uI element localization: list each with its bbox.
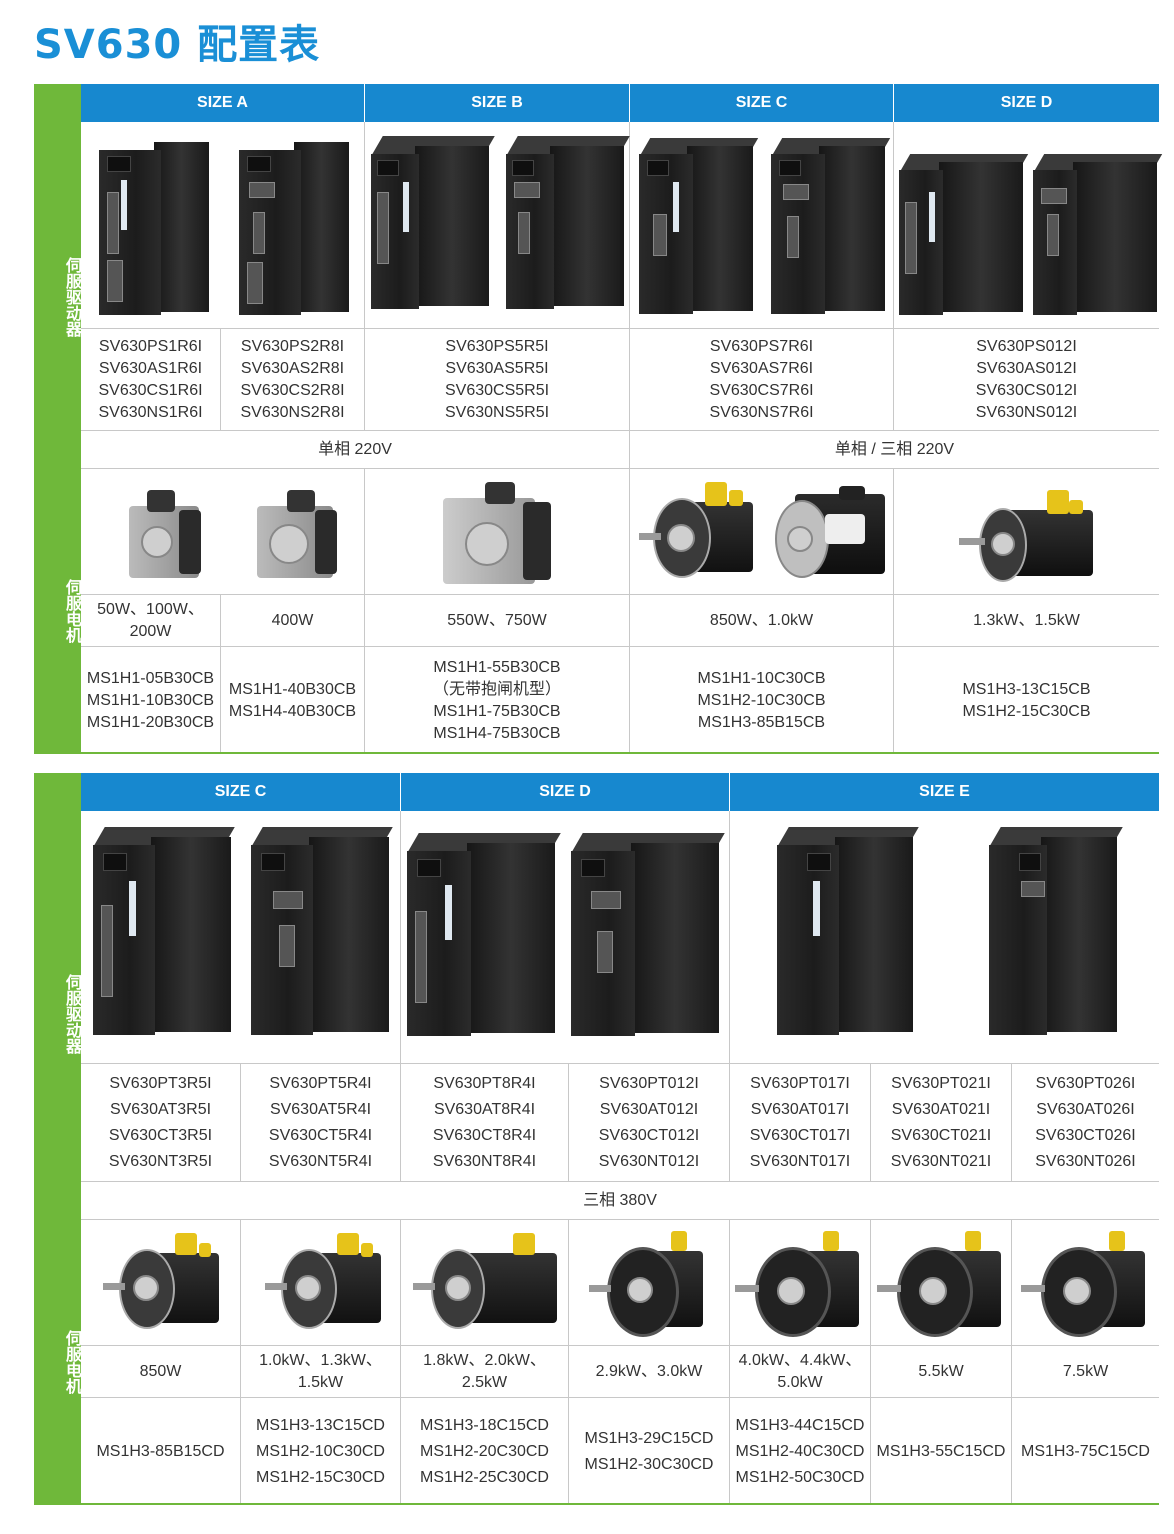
table-grid: SIZE C SIZE D SIZE E — [81, 773, 1159, 1505]
power-cell: 850W、1.0kW — [709, 611, 814, 629]
servo-drive-image — [771, 136, 891, 316]
row-label-motor: 伺服电机 — [63, 1330, 82, 1394]
servo-motor-image — [413, 1231, 563, 1331]
servo-drive-image — [371, 132, 495, 312]
size-header: SIZE B — [365, 84, 629, 122]
driver-model-cell: SV630PS2R8I SV630AS2R8I SV630CS2R8I SV63… — [240, 337, 345, 421]
servo-motor-image — [639, 480, 759, 580]
voltage-cell: 三相 380V — [583, 1191, 657, 1209]
driver-model-cell: SV630PT3R5I SV630AT3R5I SV630CT3R5I SV63… — [108, 1074, 213, 1170]
row-label-motor: 伺服电机 — [63, 579, 82, 643]
power-cell: 7.5kW — [1062, 1362, 1109, 1380]
motor-model-cell: MS1H1-05B30CB MS1H1-10B30CB MS1H1-20B30C… — [86, 669, 215, 731]
motor-model-cell: MS1H1-10C30CB MS1H2-10C30CB MS1H3-85B15C… — [697, 669, 826, 731]
servo-motor-image — [587, 1231, 707, 1337]
motor-model-cell: MS1H3-75C15CD — [1021, 1442, 1150, 1460]
servo-motor-image — [265, 1231, 385, 1331]
motor-model-cell: MS1H1-40B30CB MS1H4-40B30CB — [228, 680, 357, 720]
motor-model-cell: MS1H1-55B30CB （无带抱闸机型） MS1H1-75B30CB MS1… — [432, 658, 561, 742]
servo-motor-image — [119, 486, 209, 586]
servo-drive-image — [989, 825, 1123, 1037]
servo-drive-image — [777, 825, 919, 1037]
power-cell: 1.3kW、1.5kW — [973, 611, 1080, 629]
power-cell: 1.0kW、1.3kW、 1.5kW — [259, 1351, 382, 1391]
motor-model-cell: MS1H3-29C15CD MS1H2-30C30CD — [584, 1429, 714, 1473]
servo-motor-image — [439, 482, 559, 588]
motor-model-cell: MS1H3-13C15CD MS1H2-10C30CD MS1H2-15C30C… — [256, 1416, 385, 1486]
servo-drive-image — [506, 132, 630, 312]
size-header: SIZE D — [401, 773, 729, 811]
driver-model-cell: SV630PT5R4I SV630AT5R4I SV630CT5R4I SV63… — [268, 1074, 373, 1170]
motor-model-cell: MS1H3-13C15CB MS1H2-15C30CB — [962, 680, 1091, 720]
servo-drive-image — [239, 132, 349, 317]
servo-drive-image — [899, 152, 1029, 317]
servo-motor-image — [1019, 1231, 1151, 1337]
servo-drive-image — [251, 825, 393, 1037]
servo-drive-image — [639, 136, 759, 316]
servo-motor-image — [733, 1231, 865, 1337]
driver-model-cell: SV630PS012I SV630AS012I SV630CS012I SV63… — [975, 337, 1078, 421]
driver-model-cell: SV630PS7R6I SV630AS7R6I SV630CS7R6I SV63… — [709, 337, 814, 421]
motor-model-cell: MS1H3-55C15CD — [876, 1442, 1006, 1460]
row-label-driver: 伺服驱动器 — [63, 974, 82, 1054]
size-header: SIZE C — [81, 773, 400, 811]
power-cell: 4.0kW、4.4kW、 5.0kW — [738, 1351, 862, 1391]
size-header: SIZE E — [730, 773, 1159, 811]
driver-model-cell: SV630PT8R4I SV630AT8R4I SV630CT8R4I SV63… — [432, 1074, 537, 1170]
voltage-cell: 单相 220V — [318, 440, 392, 458]
motor-model-cell: MS1H3-44C15CD MS1H2-40C30CD MS1H2-50C30C… — [735, 1416, 865, 1486]
row-label-bar — [34, 773, 81, 1505]
servo-drive-image — [99, 132, 209, 317]
servo-motor-image — [251, 486, 351, 586]
power-cell: 850W — [139, 1362, 182, 1380]
driver-model-cell: SV630PT017I SV630AT017I SV630CT017I SV63… — [749, 1074, 851, 1170]
servo-motor-image — [103, 1231, 223, 1331]
servo-motor-image — [875, 1231, 1007, 1337]
voltage-cell: 单相 / 三相 220V — [834, 440, 955, 458]
size-header: SIZE A — [81, 84, 364, 122]
size-header: SIZE C — [630, 84, 893, 122]
servo-drive-image — [93, 825, 235, 1037]
servo-motor-image — [959, 486, 1099, 586]
servo-drive-image — [1033, 152, 1163, 317]
config-table-380v: 伺服驱动器 伺服电机 SIZE C SIZE D SIZE E — [34, 773, 1159, 1505]
power-cell: 50W、100W、 200W — [97, 600, 204, 640]
servo-drive-image — [571, 831, 725, 1037]
driver-model-cell: SV630PT026I SV630AT026I SV630CT026I SV63… — [1035, 1074, 1136, 1170]
power-cell: 1.8kW、2.0kW、 2.5kW — [423, 1351, 546, 1391]
driver-model-cell: SV630PS1R6I SV630AS1R6I SV630CS1R6I SV63… — [98, 337, 203, 421]
power-cell: 5.5kW — [918, 1362, 964, 1380]
motor-model-cell: MS1H3-85B15CD — [96, 1442, 225, 1460]
config-table-220v: 伺服驱动器 伺服电机 SIZE A SIZE B SIZE C SIZE D — [34, 84, 1163, 754]
row-label-driver: 伺服驱动器 — [63, 257, 82, 337]
page-title: SV630 配置表 — [34, 22, 321, 68]
servo-drive-image — [407, 831, 561, 1037]
row-label-bar — [34, 84, 81, 754]
motor-model-cell: MS1H3-18C15CD MS1H2-20C30CD MS1H2-25C30C… — [420, 1416, 549, 1486]
table-grid: SIZE A SIZE B SIZE C SIZE D — [81, 84, 1163, 754]
power-cell: 2.9kW、3.0kW — [595, 1362, 703, 1380]
power-cell: 550W、750W — [447, 611, 547, 629]
driver-model-cell: SV630PT012I SV630AT012I SV630CT012I SV63… — [598, 1074, 700, 1170]
power-cell: 400W — [271, 611, 314, 629]
driver-model-cell: SV630PT021I SV630AT021I SV630CT021I SV63… — [890, 1074, 992, 1170]
driver-model-cell: SV630PS5R5I SV630AS5R5I SV630CS5R5I SV63… — [444, 337, 550, 421]
servo-motor-image — [769, 486, 889, 582]
size-header: SIZE D — [894, 84, 1159, 122]
